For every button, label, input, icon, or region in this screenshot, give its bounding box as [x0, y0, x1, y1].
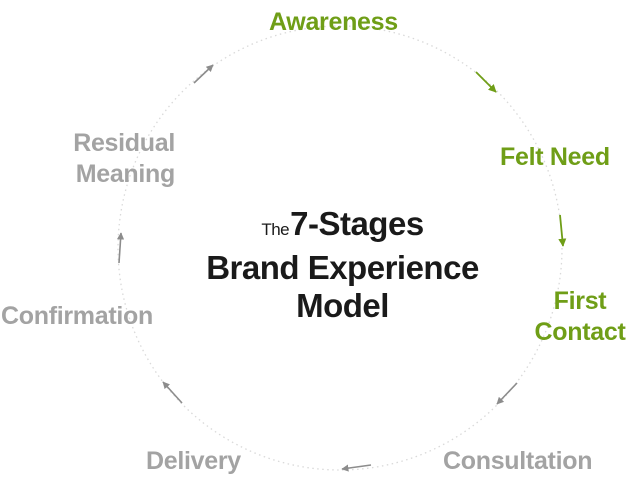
stage-awareness: Awareness — [269, 7, 398, 38]
arrow-residual-meaning-to-awareness — [193, 64, 214, 84]
stage-first-contact-line1: First — [553, 287, 607, 315]
stage-felt-need: Felt Need — [500, 142, 610, 173]
stage-felt-need-label: Felt Need — [500, 143, 610, 171]
stage-first-contact-line2: Contact — [534, 318, 626, 346]
title-line-1: The7-Stages — [150, 205, 535, 249]
diagram-title: The7-Stages Brand Experience Model — [150, 205, 535, 325]
arrow-confirmation-to-residual-meaning — [116, 232, 125, 264]
title-stages: 7-Stages — [290, 205, 424, 242]
arrow-awareness-to-felt-need — [475, 71, 497, 93]
stage-awareness-label: Awareness — [269, 8, 398, 36]
stage-confirmation-label: Confirmation — [1, 302, 153, 330]
arrow-felt-need-to-first-contact — [558, 214, 567, 247]
arrow-consultation-to-delivery — [341, 464, 372, 472]
cycle-ring — [117, 25, 563, 471]
stage-residual-meaning-line1: Residual — [73, 129, 175, 157]
title-line-3: Model — [296, 287, 389, 324]
title-line-2: Brand Experience — [206, 249, 479, 286]
arrow-delivery-to-confirmation — [162, 381, 183, 404]
stage-delivery: Delivery — [146, 446, 241, 477]
stage-consultation-label: Consultation — [443, 447, 593, 475]
stage-confirmation: Confirmation — [1, 301, 153, 332]
stage-consultation: Consultation — [443, 446, 592, 477]
stage-residual-meaning: Residual Meaning — [62, 128, 175, 190]
title-prefix: The — [261, 220, 290, 239]
arrow-first-contact-to-consultation — [496, 382, 518, 405]
stage-residual-meaning-line2: Meaning — [75, 160, 176, 188]
stage-first-contact: First Contact — [528, 286, 632, 348]
stage-delivery-label: Delivery — [146, 447, 241, 475]
